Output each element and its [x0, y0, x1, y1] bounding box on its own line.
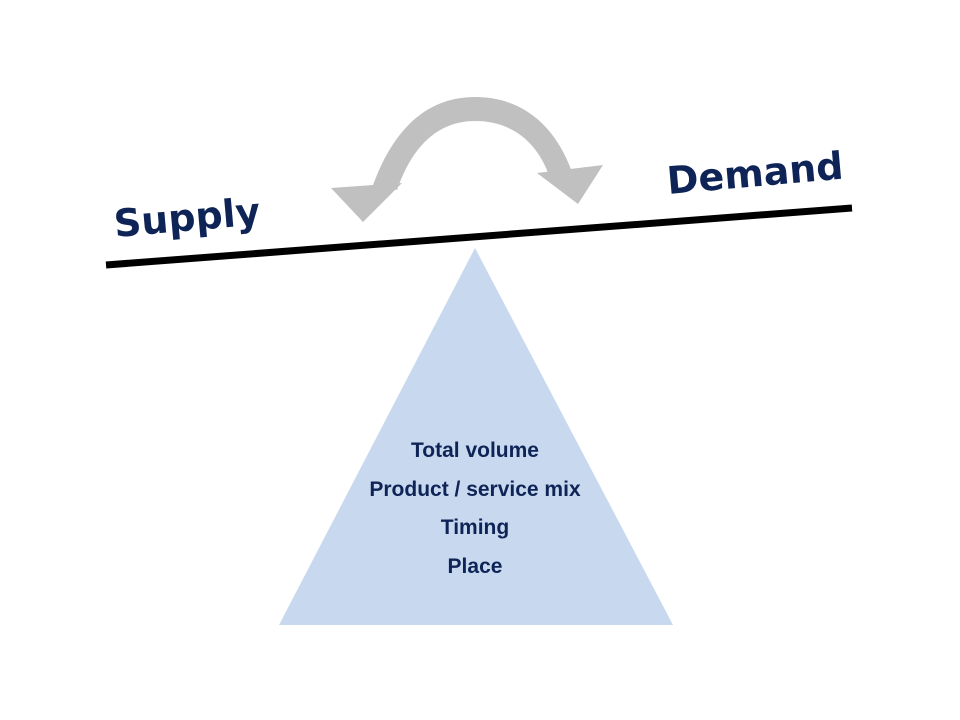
factor-item-product-service-mix: Product / service mix: [369, 477, 581, 501]
fulcrum-triangle: [279, 248, 673, 625]
factor-list: Total volume Product / service mix Timin…: [300, 432, 650, 586]
curved-double-arrow-icon: [331, 97, 603, 222]
factor-item-total-volume: Total volume: [411, 439, 539, 462]
arrow-head-left: [331, 183, 402, 222]
factor-item-place: Place: [447, 554, 503, 578]
arrow-head-right: [537, 165, 603, 204]
factor-item-timing: Timing: [440, 516, 510, 539]
arrow-arc: [373, 97, 572, 190]
balance-beam: [105, 204, 853, 269]
